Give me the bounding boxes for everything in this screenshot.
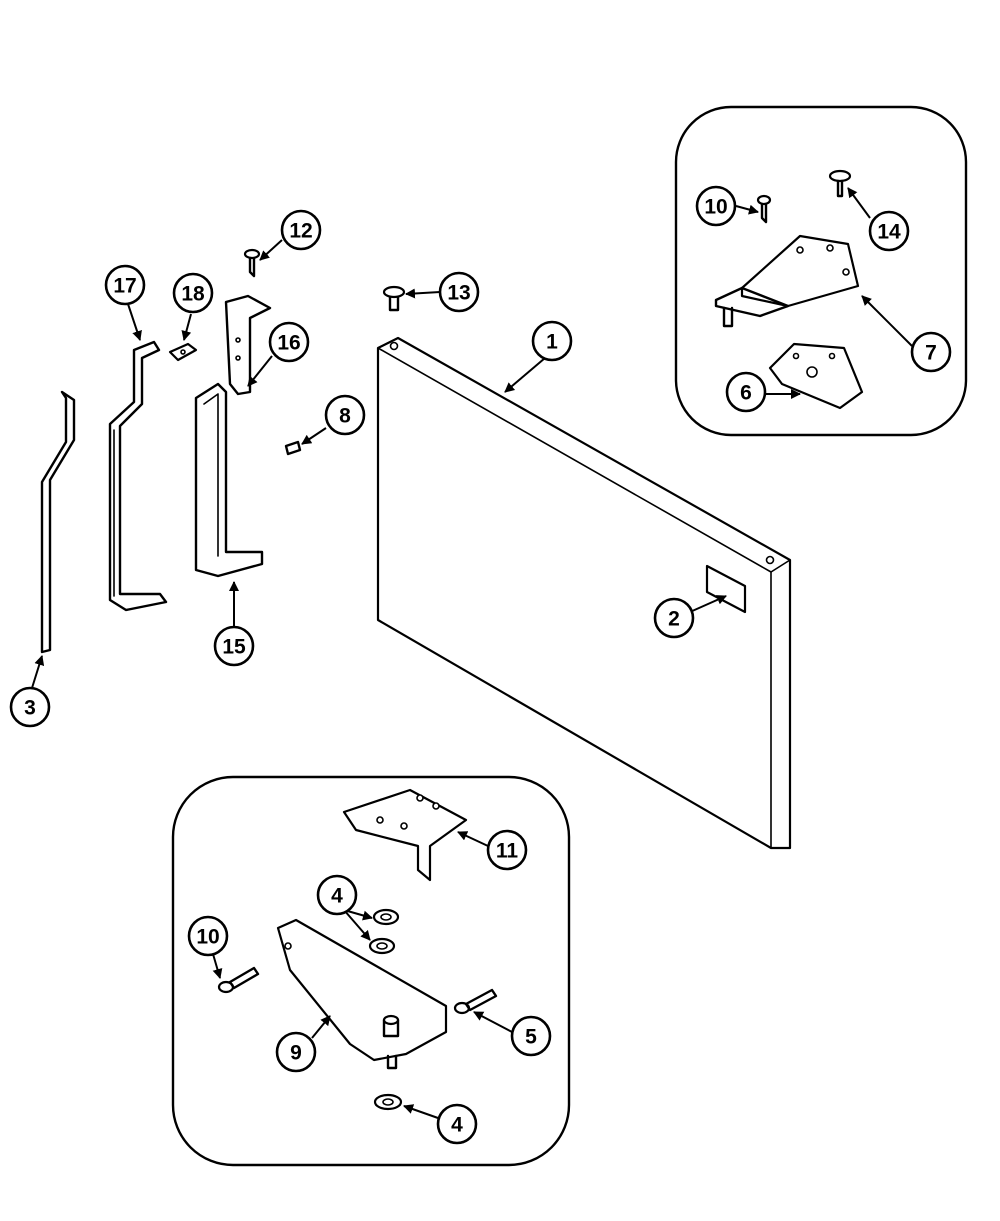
callout-3: 3	[9, 686, 51, 728]
inset-bottom-screw	[217, 966, 260, 994]
callout-7: 7	[910, 331, 952, 373]
leader-lines	[31, 187, 913, 1119]
callout-9: 9	[275, 1031, 317, 1073]
svg-text:1: 1	[546, 331, 558, 354]
callout-5: 5	[510, 1015, 552, 1057]
svg-text:10: 10	[196, 926, 219, 949]
small-screw	[284, 440, 302, 456]
washer-lower	[373, 1093, 403, 1111]
angle-bracket	[224, 294, 272, 396]
callout-14: 14	[868, 210, 910, 252]
inset-bottom-hinge-box	[171, 775, 571, 1167]
svg-text:16: 16	[277, 332, 300, 355]
svg-text:4: 4	[451, 1114, 463, 1137]
washer-upper-2	[368, 937, 396, 955]
callout-12: 12	[280, 209, 322, 251]
svg-text:11: 11	[496, 840, 519, 863]
callout-10-top: 10	[695, 185, 737, 227]
svg-text:9: 9	[290, 1042, 302, 1065]
inset-top-hinge-box	[674, 105, 968, 437]
stop-bracket	[194, 382, 264, 578]
callout-6: 6	[725, 371, 767, 413]
inset-top-plug	[828, 169, 852, 198]
callout-18: 18	[172, 272, 214, 314]
plug-button	[382, 285, 406, 312]
washer-upper-1	[372, 908, 400, 926]
gasket-strip	[40, 390, 76, 654]
svg-text:6: 6	[740, 382, 752, 405]
callout-11: 11	[486, 829, 528, 871]
screw-top	[243, 248, 261, 278]
top-hinge	[714, 234, 860, 328]
svg-text:4: 4	[331, 885, 343, 908]
callout-10-bottom: 10	[187, 915, 229, 957]
svg-text:2: 2	[668, 608, 680, 631]
callout-16: 16	[268, 321, 310, 363]
small-plate	[168, 342, 198, 362]
door-panel	[376, 336, 792, 850]
svg-text:13: 13	[447, 282, 470, 305]
svg-text:7: 7	[925, 342, 937, 365]
bottom-hinge	[276, 918, 448, 1070]
callout-4-lower: 4	[436, 1103, 478, 1145]
bottom-hinge-bracket	[342, 788, 468, 882]
long-bracket	[108, 340, 168, 612]
callout-2: 2	[653, 597, 695, 639]
svg-text:3: 3	[24, 697, 36, 720]
callout-1: 1	[531, 320, 573, 362]
callout-4-upper: 4	[316, 874, 358, 916]
callout-17: 17	[104, 264, 146, 306]
svg-text:8: 8	[339, 405, 351, 428]
callout-8: 8	[324, 394, 366, 436]
svg-text:14: 14	[877, 221, 901, 244]
callout-13: 13	[438, 271, 480, 313]
hinge-shim	[768, 342, 864, 410]
svg-text:18: 18	[181, 283, 205, 306]
svg-text:12: 12	[289, 220, 312, 243]
hinge-pin-bolt	[453, 988, 498, 1015]
svg-text:5: 5	[525, 1026, 537, 1049]
nameplate	[705, 564, 747, 614]
svg-text:10: 10	[704, 196, 727, 219]
callout-15: 15	[213, 625, 255, 667]
svg-text:15: 15	[222, 636, 246, 659]
inset-top-screw	[756, 194, 772, 224]
svg-text:17: 17	[113, 275, 136, 298]
